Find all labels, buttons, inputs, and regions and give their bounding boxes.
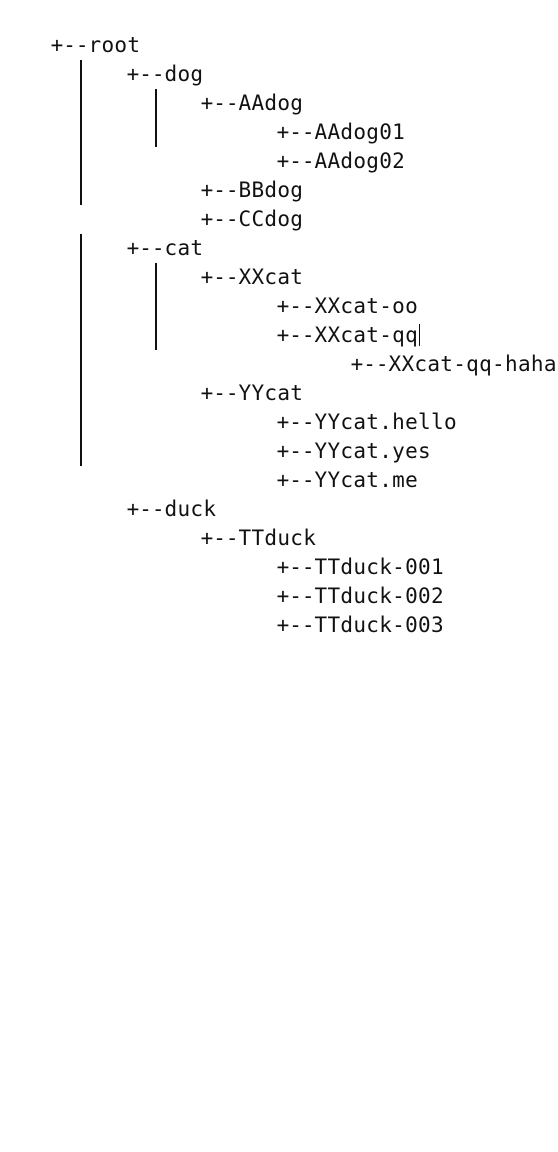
node-label: YYcat.me bbox=[314, 468, 419, 492]
node-label: root bbox=[88, 33, 141, 57]
branch-prefix: +-- bbox=[276, 613, 315, 637]
node-label: CCdog bbox=[238, 207, 304, 231]
connector-line-dog bbox=[80, 60, 82, 205]
branch-prefix: +-- bbox=[276, 323, 315, 347]
node-label: AAdog bbox=[238, 91, 304, 115]
tree-node-aadog02: +--AAdog02 bbox=[226, 118, 405, 173]
node-label: TTduck-003 bbox=[314, 613, 444, 637]
tree-node-ccdog: +--CCdog bbox=[150, 176, 303, 231]
branch-prefix: +-- bbox=[200, 526, 239, 550]
branch-prefix: +-- bbox=[276, 410, 315, 434]
tree-node-yycat-me: +--YYcat.me bbox=[226, 437, 418, 492]
node-label: TTduck-002 bbox=[314, 584, 444, 608]
branch-prefix: +-- bbox=[350, 352, 389, 376]
tree-node-dog: +--dog bbox=[76, 31, 203, 86]
branch-prefix: +-- bbox=[200, 265, 239, 289]
node-label: YYcat bbox=[238, 381, 304, 405]
branch-prefix: +-- bbox=[200, 207, 239, 231]
branch-prefix: +-- bbox=[276, 120, 315, 144]
branch-prefix: +-- bbox=[126, 497, 165, 521]
branch-prefix: +-- bbox=[126, 62, 165, 86]
branch-prefix: +-- bbox=[126, 236, 165, 260]
branch-prefix: +-- bbox=[276, 149, 315, 173]
node-label: XXcat bbox=[238, 265, 304, 289]
branch-prefix: +-- bbox=[276, 584, 315, 608]
tree-node-yycat-hello: +--YYcat.hello bbox=[226, 379, 457, 434]
tree-node-xxcat-qq: +--XXcat-qq bbox=[226, 292, 421, 347]
node-label: cat bbox=[164, 236, 204, 260]
tree-node-duck: +--duck bbox=[76, 466, 216, 521]
branch-prefix: +-- bbox=[50, 33, 89, 57]
node-label: XXcat-qq bbox=[314, 323, 419, 347]
branch-prefix: +-- bbox=[276, 294, 315, 318]
tree-node-yycat: +--YYcat bbox=[150, 350, 303, 405]
tree-node-xxcat-oo: +--XXcat-oo bbox=[226, 263, 418, 318]
tree-node-cat: +--cat bbox=[76, 205, 203, 260]
branch-prefix: +-- bbox=[200, 91, 239, 115]
connector-line-xxcat bbox=[155, 263, 157, 350]
node-label: XXcat-qq-hahah bbox=[388, 352, 558, 376]
branch-prefix: +-- bbox=[276, 439, 315, 463]
node-label: AAdog01 bbox=[314, 120, 406, 144]
node-label: AAdog02 bbox=[314, 149, 406, 173]
node-label: dog bbox=[164, 62, 204, 86]
branch-prefix: +-- bbox=[276, 468, 315, 492]
tree-node-ttduck-001: +--TTduck-001 bbox=[226, 524, 444, 579]
node-label: XXcat-oo bbox=[314, 294, 419, 318]
tree-node-xxcat: +--XXcat bbox=[150, 234, 303, 289]
tree-node-aadog: +--AAdog bbox=[150, 60, 303, 115]
tree-node-ttduck-002: +--TTduck-002 bbox=[226, 553, 444, 608]
tree-node-bbdog: +--BBdog bbox=[150, 147, 303, 202]
text-cursor bbox=[419, 324, 421, 346]
tree-node-ttduck: +--TTduck bbox=[150, 495, 316, 550]
branch-prefix: +-- bbox=[276, 555, 315, 579]
tree-node-ttduck-003: +--TTduck-003 bbox=[226, 582, 444, 637]
node-label: TTduck-001 bbox=[314, 555, 444, 579]
connector-line-cat bbox=[80, 234, 82, 466]
branch-prefix: +-- bbox=[200, 178, 239, 202]
node-label: TTduck bbox=[238, 526, 317, 550]
tree-node-xxcat-qq-hahah: +--XXcat-qq-hahah bbox=[300, 321, 558, 376]
tree-node-yycat-yes: +--YYcat.yes bbox=[226, 408, 431, 463]
node-label: BBdog bbox=[238, 178, 304, 202]
directory-tree: +--root +--dog +--AAdog +--AAdog01 +--AA… bbox=[0, 2, 558, 637]
tree-node-root: +--root bbox=[0, 2, 140, 57]
node-label: duck bbox=[164, 497, 217, 521]
node-label: YYcat.yes bbox=[314, 439, 432, 463]
connector-line-aadog bbox=[155, 89, 157, 147]
tree-node-aadog01: +--AAdog01 bbox=[226, 89, 405, 144]
branch-prefix: +-- bbox=[200, 381, 239, 405]
node-label: YYcat.hello bbox=[314, 410, 457, 434]
